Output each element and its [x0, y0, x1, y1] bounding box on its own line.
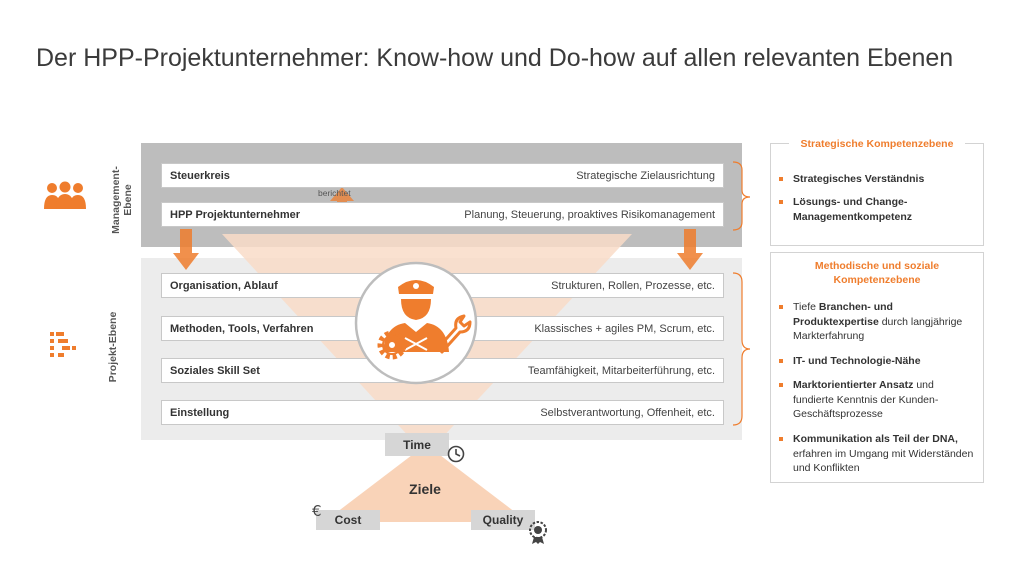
arrow-down-icon [677, 229, 703, 270]
list-item: IT- und Technologie-Nähe [779, 354, 975, 369]
bullet-bold: Strategisches Verständnis [793, 173, 925, 185]
time-box: Time [385, 433, 449, 456]
row-description: Strategische Zielausrichtung [576, 169, 715, 182]
management-level-label: Management-Ebene [110, 166, 134, 234]
bracket-management [732, 161, 751, 231]
row-description: Strukturen, Rollen, Prozesse, etc. [551, 279, 715, 292]
arrow-down-icon [173, 229, 199, 270]
row-description: Teamfähigkeit, Mitarbeiterführung, etc. [527, 364, 715, 377]
list-item: Lösungs- und Change-Managementkompetenz [779, 195, 975, 224]
list-item: Kommunikation als Teil der DNA, erfahren… [779, 432, 975, 476]
goals-triangle [324, 452, 528, 522]
quality-box: Quality [471, 510, 535, 530]
cost-box: Cost [316, 510, 380, 530]
quality-seal-icon [529, 521, 547, 544]
strategic-competence-panel: Strategische Kompetenzebene Strategische… [770, 137, 984, 246]
row-projektunternehmer: HPP Projektunternehmer Planung, Steuerun… [161, 202, 724, 227]
page-title: Der HPP-Projektunternehmer: Know-how und… [36, 44, 954, 72]
row-label: Organisation, Ablauf [170, 279, 278, 292]
row-label: HPP Projektunternehmer [170, 208, 301, 221]
panel-title: Strategische Kompetenzebene [789, 137, 965, 151]
row-einstellung: Einstellung Selbstverantwortung, Offenhe… [161, 400, 724, 425]
people-group-icon [44, 181, 86, 209]
arrow-up-icon [330, 187, 354, 214]
management-band [141, 143, 742, 247]
row-steuerkreis: Steuerkreis Strategische Zielausrichtung [161, 163, 724, 188]
bracket-project [732, 272, 751, 426]
row-label: Einstellung [170, 406, 230, 419]
gear-icon [377, 330, 407, 360]
list-item: Tiefe Branchen- und Produktexpertise dur… [779, 300, 975, 344]
clock-icon [447, 445, 465, 463]
svg-text:€: € [312, 502, 322, 520]
project-level-label: Projekt-Ebene [107, 311, 119, 383]
list-item: Strategisches Verständnis [779, 172, 975, 187]
list-item: Marktorientierter Ansatz und fundierte K… [779, 378, 975, 422]
row-label: Steuerkreis [170, 169, 230, 182]
row-description: Klassisches + agiles PM, Scrum, etc. [534, 322, 715, 335]
wrench-icon [436, 314, 472, 354]
reports-label: berichtet [318, 188, 351, 198]
goals-label: Ziele [409, 481, 441, 497]
org-chart-icon [50, 332, 76, 357]
row-description: Selbstverantwortung, Offenheit, etc. [540, 406, 715, 419]
row-description: Planung, Steuerung, proaktives Risikoman… [464, 208, 715, 221]
row-label: Soziales Skill Set [170, 364, 260, 377]
row-label: Methoden, Tools, Verfahren [170, 322, 314, 335]
euro-icon: € [312, 502, 322, 520]
